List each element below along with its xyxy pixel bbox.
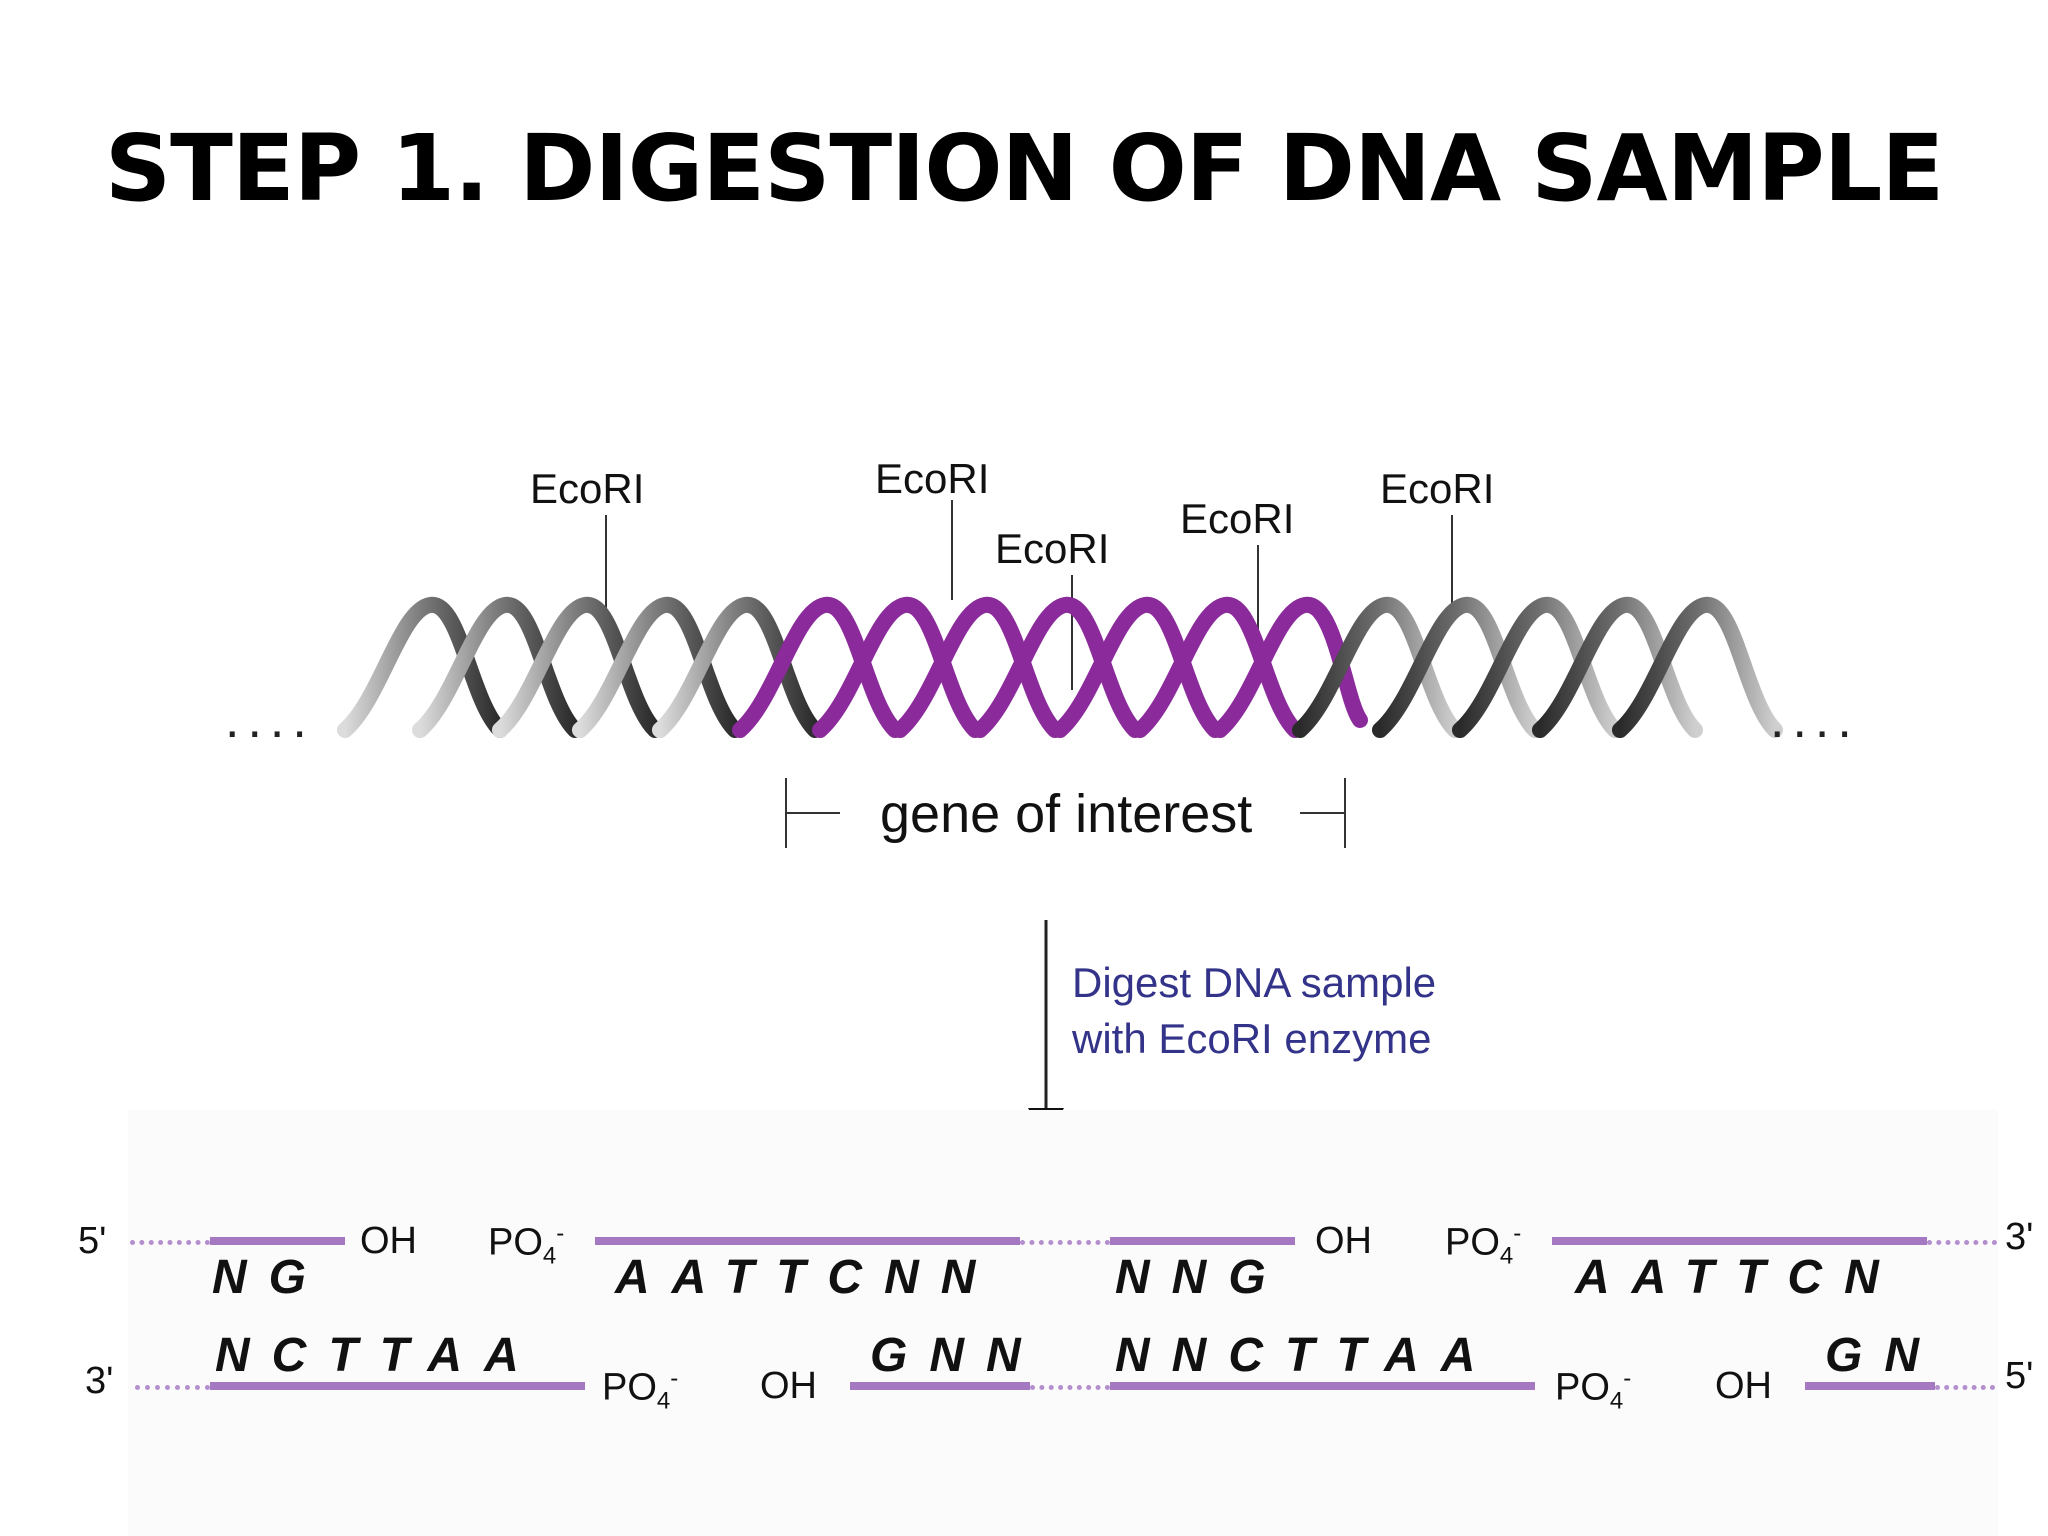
fragments-panel (128, 1110, 1998, 1536)
enzyme-label-3: EcoRI (995, 525, 1110, 572)
oh-label: OH (760, 1365, 817, 1407)
top-sequence-4: AATTCN (1575, 1251, 1901, 1304)
top-sequence-3: NNG (1115, 1251, 1288, 1304)
oh-label: OH (1315, 1220, 1372, 1262)
top-strand-4 (1552, 1237, 1927, 1245)
digest-note-line-2: with EcoRI enzyme (1072, 1015, 1432, 1062)
page-title: STEP 1. DIGESTION OF DNA SAMPLE (104, 115, 1944, 222)
enzyme-label-2: EcoRI (875, 455, 990, 502)
enzyme-label-1: EcoRI (530, 465, 645, 512)
digest-note-line-1: Digest DNA sample (1072, 959, 1437, 1006)
top-dots-3 (1927, 1240, 1997, 1245)
oh-label: OH (1715, 1365, 1772, 1407)
po4-label: PO4- (488, 1220, 565, 1270)
bottom-sequence-2: GNN (870, 1329, 1043, 1382)
top-sequence-1: NG (212, 1251, 328, 1304)
oh-label: OH (360, 1220, 417, 1262)
top-sequence-2: AATTCNN (615, 1251, 998, 1304)
top-dots-1 (130, 1240, 210, 1245)
top-left-end: 5' (78, 1220, 107, 1262)
bottom-sequence-4: GN (1825, 1329, 1941, 1382)
bottom-strand-4 (1805, 1382, 1935, 1390)
top-strand-3 (1110, 1237, 1295, 1245)
bottom-sequence-3: NNCTTAA (1115, 1329, 1498, 1382)
bottom-strand-2 (850, 1382, 1030, 1390)
po4-label: PO4- (1555, 1365, 1632, 1415)
top-right-end: 3' (2005, 1216, 2034, 1258)
down-arrow-icon (1028, 920, 1064, 1140)
bottom-strand-1 (210, 1382, 585, 1390)
ellipsis-right: .... (1770, 691, 1860, 749)
gene-of-interest-label: gene of interest (880, 784, 1253, 844)
bottom-sequence-1: NCTTAA (215, 1329, 541, 1382)
ellipsis-left: .... (225, 691, 315, 749)
po4-label: PO4- (602, 1365, 679, 1415)
po4-label: PO4- (1445, 1220, 1522, 1270)
top-strand-2 (595, 1237, 1020, 1245)
enzyme-label-5: EcoRI (1380, 465, 1495, 512)
bottom-left-end: 3' (85, 1360, 114, 1402)
top-dots-2 (1020, 1240, 1110, 1245)
bottom-strand-3 (1110, 1382, 1535, 1390)
bottom-right-end: 5' (2005, 1355, 2034, 1397)
enzyme-label-4: EcoRI (1180, 495, 1295, 542)
top-strand-1 (210, 1237, 345, 1245)
bottom-dots-1 (135, 1385, 210, 1390)
bottom-dots-2 (1030, 1385, 1110, 1390)
digest-note: Digest DNA sample with EcoRI enzyme (1072, 955, 1436, 1067)
bottom-dots-3 (1935, 1385, 1995, 1390)
